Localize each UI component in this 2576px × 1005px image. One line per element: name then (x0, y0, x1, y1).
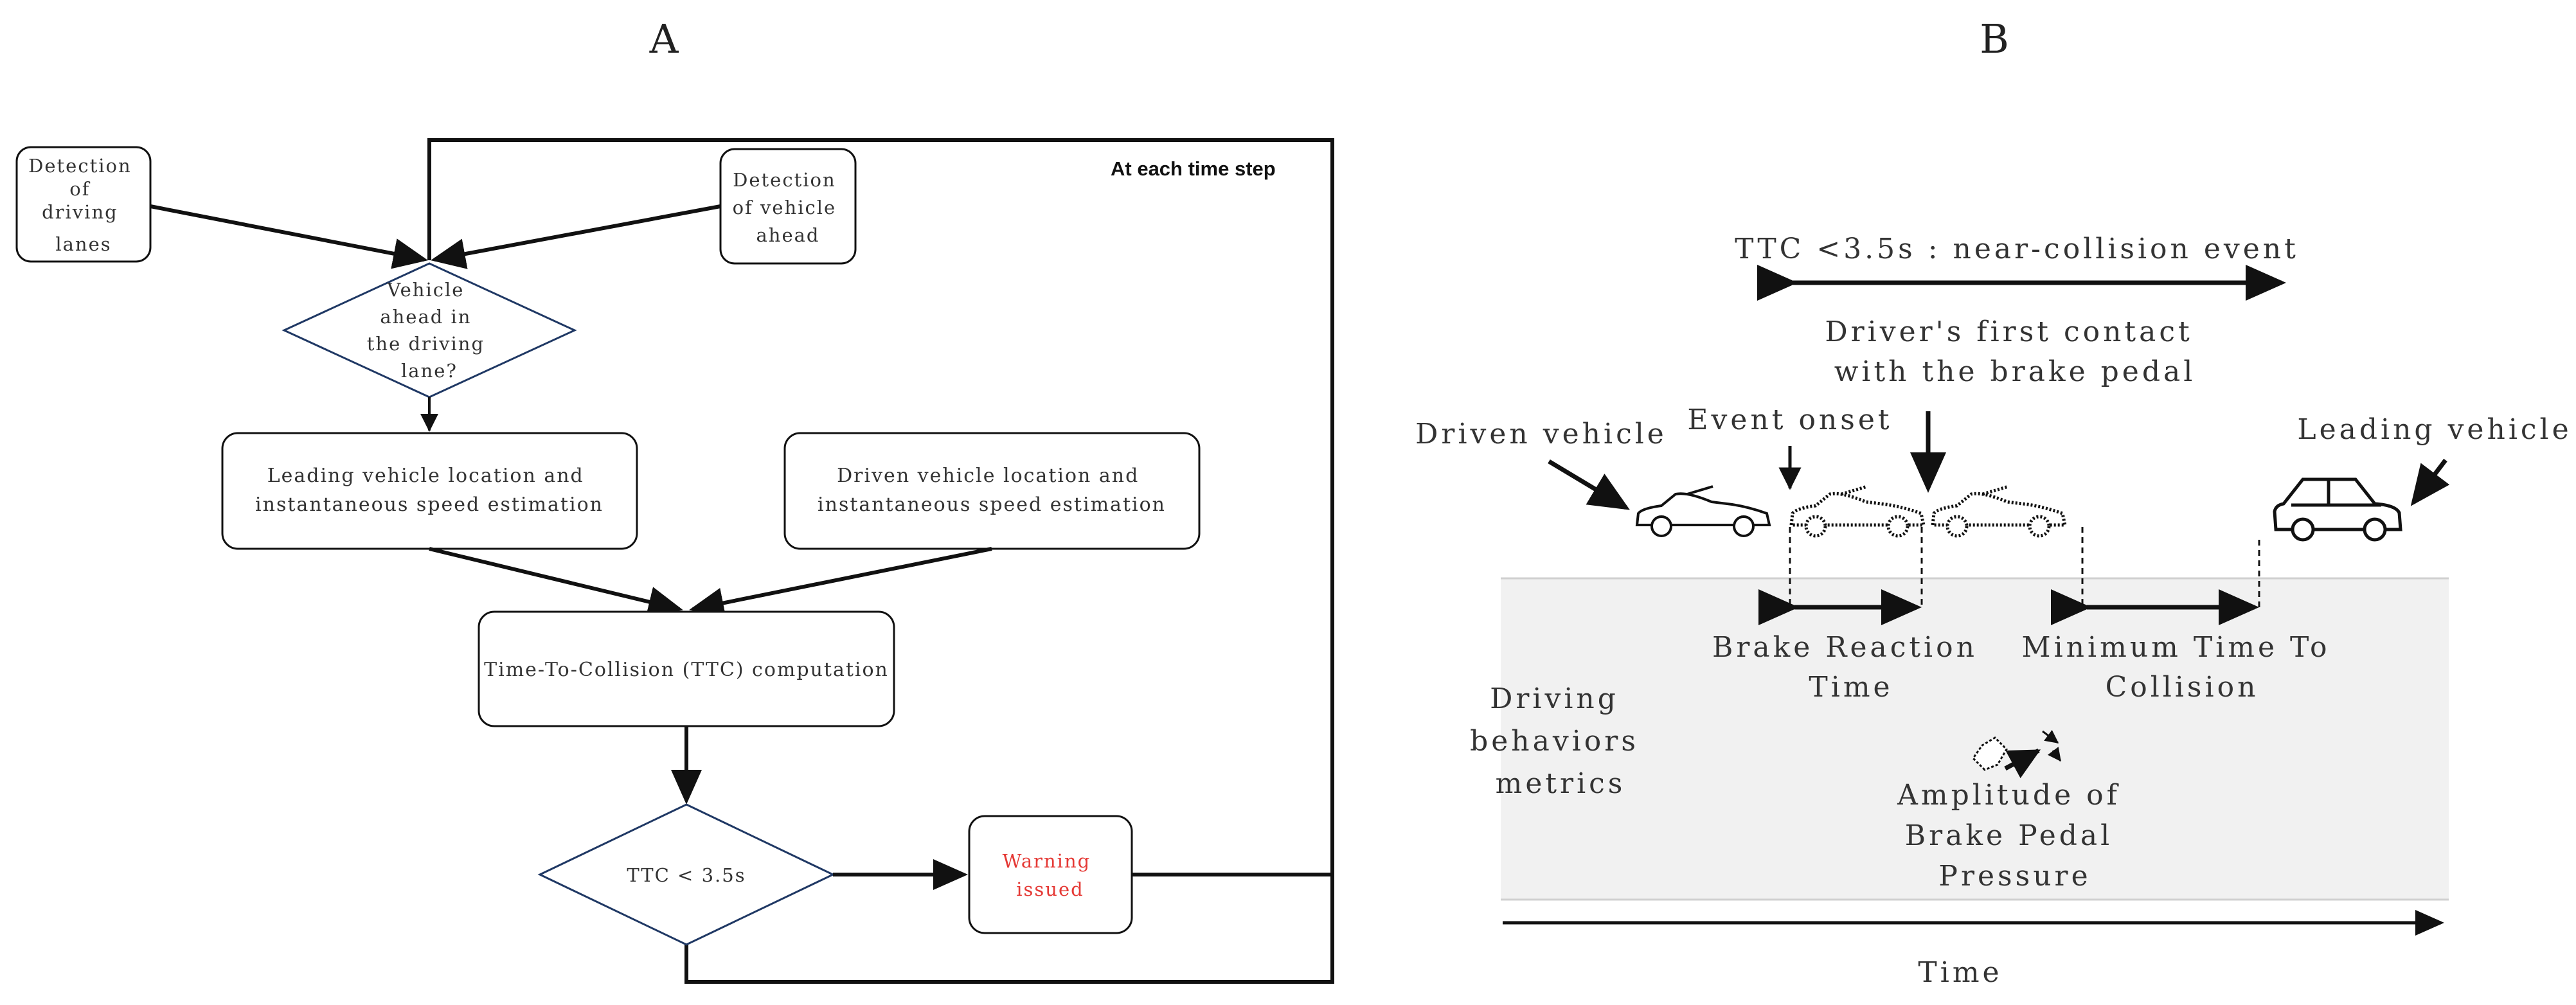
svg-text:Detection of d: Detection of driving lanes (28, 155, 139, 255)
svg-text:Driven vehicle location and: Driven vehicle location and instantaneou… (818, 465, 1166, 516)
suv-icon (2273, 477, 2402, 542)
leading-vehicle-label: Leading vehicle (2297, 413, 2572, 446)
loop-frame (427, 138, 1334, 984)
leading-vehicle-arrow (2410, 458, 2450, 506)
car-icon (1931, 485, 2068, 538)
leading-estimation-line: instantaneous speed estimation (255, 494, 604, 516)
svg-text:Leading vehicle location and: Leading vehicle location and instantaneo… (255, 465, 604, 516)
detect-lanes-line: of (69, 178, 90, 200)
flow-arrows-middle (429, 547, 992, 619)
ttc-condition-text: TTC < 3.5s (627, 864, 746, 886)
brake-reaction-line: Time (1809, 671, 1893, 704)
decision-lane-line: the driving (367, 333, 485, 355)
panel-a: A At each time step Detection of driving… (15, 15, 1334, 984)
flow-arrows-top (150, 204, 721, 269)
brake-amplitude-line: Brake Pedal (1905, 819, 2113, 852)
min-ttc-line: Minimum Time To (2022, 631, 2330, 664)
driven-estimation-box: Driven vehicle location and instantaneou… (783, 432, 1201, 550)
brake-amplitude-line: Pressure (1938, 860, 2091, 893)
driven-vehicle-label: Driven vehicle (1415, 418, 1667, 450)
leading-estimation-line: Leading vehicle location and (267, 465, 584, 487)
detect-vehicle-line: ahead (756, 224, 820, 246)
driven-vehicle-arrow (1548, 459, 1631, 510)
ttc-computation-text: Time-To-Collision (TTC) computation (484, 659, 889, 681)
svg-text:Driving behaviors: Driving behaviors metrics (1470, 682, 1651, 800)
first-contact-line: Driver's first contact (1825, 316, 2192, 348)
event-onset-label: Event onset (1687, 404, 1892, 436)
detect-vehicle-line: Detection (733, 169, 836, 191)
detect-vehicle-line: of vehicle (733, 197, 837, 218)
brake-pedal-icon (1972, 729, 2062, 779)
detect-lanes-line: Detection (28, 155, 132, 177)
svg-text:Brake Reaction Time: Brake Reaction Time (1712, 631, 1990, 704)
car-icon (1789, 485, 1926, 538)
panel-b-label: B (1980, 15, 2009, 62)
metrics-band (1501, 578, 2449, 900)
panel-b: B TTC <3.5s : near-collision event Drive… (1415, 15, 2572, 989)
warning-line: Warning (1003, 850, 1091, 872)
detect-lanes-box: Detection of driving lanes (15, 146, 152, 263)
panel-a-label: A (649, 15, 679, 62)
svg-text:Vehicle ahead in: Vehicle ahead in the driving lane? (367, 279, 492, 382)
leading-estimation-box: Leading vehicle location and instantaneo… (221, 432, 638, 550)
driven-estimation-line: Driven vehicle location and (837, 465, 1139, 487)
first-contact-line: with the brake pedal (1834, 355, 2196, 388)
driving-metrics-line: Driving (1490, 682, 1619, 715)
warning-box: Warning issued (968, 815, 1133, 934)
brake-amplitude-line: Amplitude of (1897, 779, 2120, 812)
driving-metrics-line: metrics (1496, 767, 1626, 800)
svg-text:Warning issued: Warning issued (1003, 850, 1098, 900)
detect-lanes-line: driving (42, 201, 118, 223)
decision-lane-line: ahead in (380, 306, 471, 328)
ttc-condition-diamond: TTC < 3.5s (537, 803, 836, 946)
svg-text:Amplitude of Brake Pedal: Amplitude of Brake Pedal Pressure (1897, 779, 2133, 893)
brake-reaction-line: Brake Reaction (1712, 631, 1978, 664)
svg-text:Minimum Time To Collisio: Minimum Time To Collision (2022, 631, 2343, 704)
ttc-computation-box: Time-To-Collision (TTC) computation (478, 610, 895, 727)
time-axis-label: Time (1918, 956, 2002, 989)
loop-label: At each time step (1111, 157, 1276, 180)
near-collision-label: TTC <3.5s : near-collision event (1735, 233, 2299, 265)
min-ttc-line: Collision (2106, 671, 2259, 704)
driving-metrics-line: behaviors (1470, 725, 1639, 758)
svg-text:Driver's first contact w: Driver's first contact with the brake pe… (1825, 316, 2205, 388)
warning-line: issued (1016, 878, 1084, 900)
car-icon (1635, 485, 1771, 537)
detect-lanes-line: lanes (55, 233, 111, 255)
decision-lane-diamond: Vehicle ahead in the driving lane? (282, 262, 577, 398)
decision-lane-line: lane? (401, 360, 458, 382)
svg-text:Detection of vehicle: Detection of vehicle ahead (733, 169, 844, 246)
detect-vehicle-box: Detection of vehicle ahead (719, 148, 857, 265)
driven-estimation-line: instantaneous speed estimation (818, 494, 1166, 516)
decision-lane-line: Vehicle (386, 279, 464, 301)
